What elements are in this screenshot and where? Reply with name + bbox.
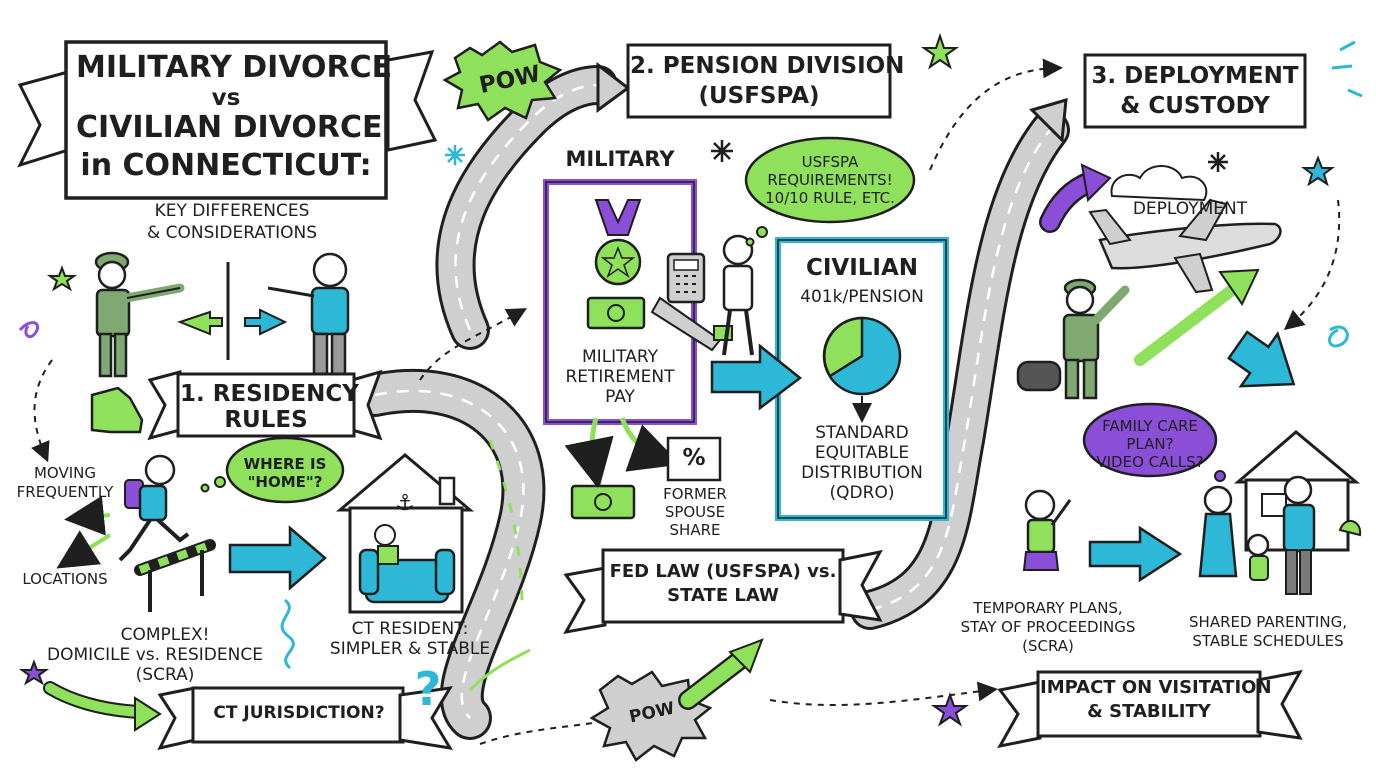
section-2-title-line-1: 2. PENSION DIVISION [630,53,905,79]
jurisdiction-label: CT JURISDICTION? [213,703,385,723]
standard-line-2: EQUITABLE [814,443,910,463]
impact-line-1: IMPACT ON VISITATION [1040,677,1272,698]
couch-icon [358,524,456,604]
money-icon [586,296,646,330]
former-spouse-line-3: SHARE [669,521,721,539]
standard-line-4: (QDRO) [829,483,895,503]
soldier-figure [94,251,185,378]
home-bubble-line-2: "HOME"? [247,473,323,491]
family-care-line-1: FAMILY CARE [1102,417,1198,435]
home-thought-bubble [200,436,345,504]
curved-arrow-icon [1227,330,1296,388]
person-with-saw [722,234,754,356]
cloud-icon [1110,165,1208,202]
pension-401k-label: 401k/PENSION [800,287,924,307]
retirement-label-line-2: RETIREMENT [565,367,675,387]
section-1-title-line-1: 1. RESIDENCY [180,381,359,407]
pension-arrow-icon [710,343,803,411]
right-arrow-icon [244,308,288,336]
section-2-title-line-2: (USFSPA) [698,83,820,109]
deployment-label: DEPLOYMENT [1132,199,1248,219]
impact-banner [997,669,1303,749]
money-stack-icon [570,484,636,520]
residency-banner [147,369,383,441]
usfspa-bubble-line-2: REQUIREMENTS! [767,171,893,189]
anchor-icon: ⚓ [395,491,415,516]
former-spouse-line-1: FORMER [663,485,727,503]
standard-line-3: DISTRIBUTION [801,463,923,483]
subtitle-line-1: KEY DIFFERENCES [154,201,310,221]
complex-label-line-3: (SCRA) [135,665,195,685]
hurdle-icon [134,539,216,612]
family-figures [1198,475,1316,595]
family-care-line-2: PLAN? [1126,435,1174,453]
calculator-icon [666,252,706,304]
title-banner [17,40,438,200]
impact-line-2: & STABILITY [1087,701,1211,722]
standard-line-1: STANDARD [815,423,909,443]
dashed-path [419,58,1341,745]
section-3-title-line-1: 3. DEPLOYMENT [1091,63,1299,89]
pie-chart-icon [822,316,902,396]
civilian-figure [267,252,350,376]
shared-parenting-line-2: STABLE SCHEDULES [1192,632,1344,650]
sparkle-icon [445,140,1228,172]
ct-resident-line-2: SIMPLER & STABLE [329,639,491,659]
locations-label: LOCATIONS [22,570,108,588]
runner-figure [118,454,190,562]
shared-parenting-line-1: SHARED PARENTING, [1189,613,1347,631]
section-1-title-line-2: RULES [224,407,308,433]
usfspa-thought-bubble [744,136,916,247]
connecticut-map-icon [90,386,144,434]
deploying-soldier [1062,278,1130,400]
complex-label-line-2: DOMICILE vs. RESIDENCE [47,645,263,665]
complex-label-line-1: COMPLEX! [120,625,210,645]
duffel-bag-icon [1016,360,1062,392]
airplane-icon [1088,198,1282,294]
big-arrow-icon [228,525,327,591]
title-line-1: MILITARY DIVORCE [76,50,393,85]
subtitle-line-2: & CONSIDERATIONS [147,223,317,243]
family-care-line-3: VIDEO CALLS? [1096,453,1204,471]
waving-child [1022,489,1072,571]
usfspa-bubble-line-3: 10/10 RULE, ETC. [765,189,895,207]
temporary-plans-line-2: STAY OF PROCEEDINGS [960,618,1136,636]
usfspa-bubble-line-1: USFSPA [801,153,859,171]
fed-law-line-1: FED LAW (USFSPA) vs. [609,561,837,582]
section-3-title-line-2: & CUSTODY [1120,93,1270,119]
moving-label-line-2: FREQUENTLY [16,483,114,501]
jurisdiction-banner [157,686,453,751]
winding-road [353,61,1070,740]
moving-label-line-1: MOVING [33,464,96,482]
retirement-label-line-3: PAY [605,387,635,407]
percent-box [666,436,722,482]
custody-title-box [1083,53,1307,129]
question-mark-icon: ? [414,662,442,716]
left-arrow-icon [177,310,223,336]
title-line-4: in CONNECTICUT: [80,148,372,183]
title-line-3: CIVILIAN DIVORCE [76,110,383,145]
pension-title-box [626,43,892,119]
fed-law-line-2: STATE LAW [667,585,779,606]
home-bubble-line-1: WHERE IS [243,455,327,473]
medal-icon [594,199,642,286]
military-label: MILITARY [565,147,675,171]
civilian-label: CIVILIAN [805,255,919,281]
pow-burst-1 [442,40,563,122]
former-spouse-line-2: SPOUSE [664,503,726,521]
star-icon [18,32,1335,727]
ct-resident-line-1: CT RESIDENT: [351,619,469,639]
temporary-plans-line-1: TEMPORARY PLANS, [973,599,1123,617]
retirement-label-line-1: MILITARY [582,347,658,367]
percent-label: % [682,445,706,471]
title-line-2: vs [211,85,241,111]
custody-arrow-icon [1088,525,1183,583]
fed-law-banner [563,548,883,635]
temporary-plans-line-3: (SCRA) [1022,637,1074,655]
swirl-decoration [18,40,1363,692]
family-care-bubble [1082,402,1226,482]
